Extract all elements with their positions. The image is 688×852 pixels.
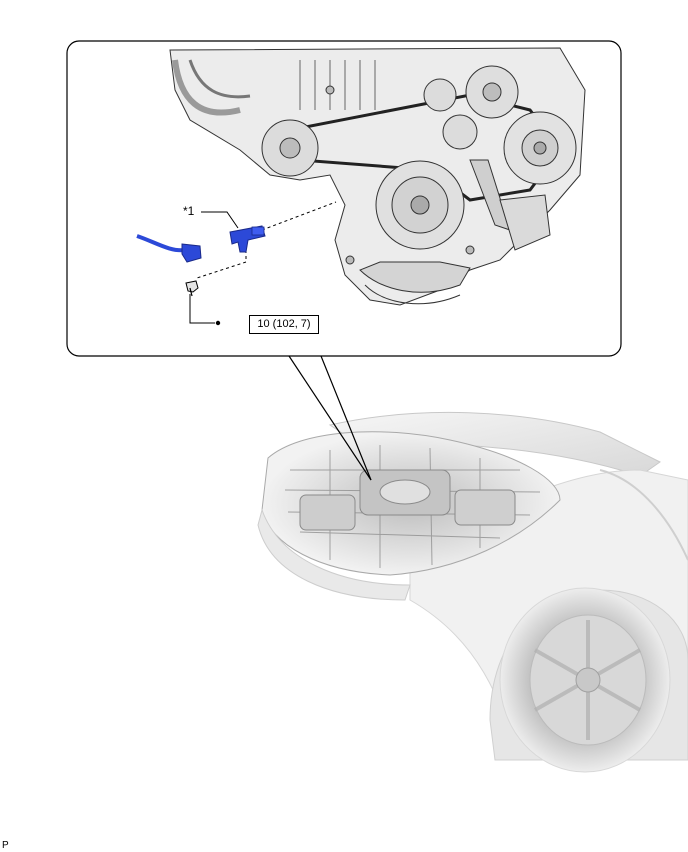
torque-spec-text: 10 (102, 7)	[257, 318, 311, 330]
zoom-pointer	[288, 355, 372, 481]
sensor-connector	[136, 234, 202, 263]
callout-label-part-1: *1	[183, 204, 195, 218]
illustration-code: P	[2, 840, 9, 851]
torque-spec-box: 10 (102, 7)	[249, 315, 319, 334]
engine-illustration	[169, 47, 586, 306]
leader-lines	[189, 211, 239, 324]
vehicle-illustration	[257, 411, 688, 773]
bolt	[185, 280, 199, 297]
torque-marker-dot	[215, 320, 221, 326]
crankshaft-position-sensor	[229, 225, 266, 253]
